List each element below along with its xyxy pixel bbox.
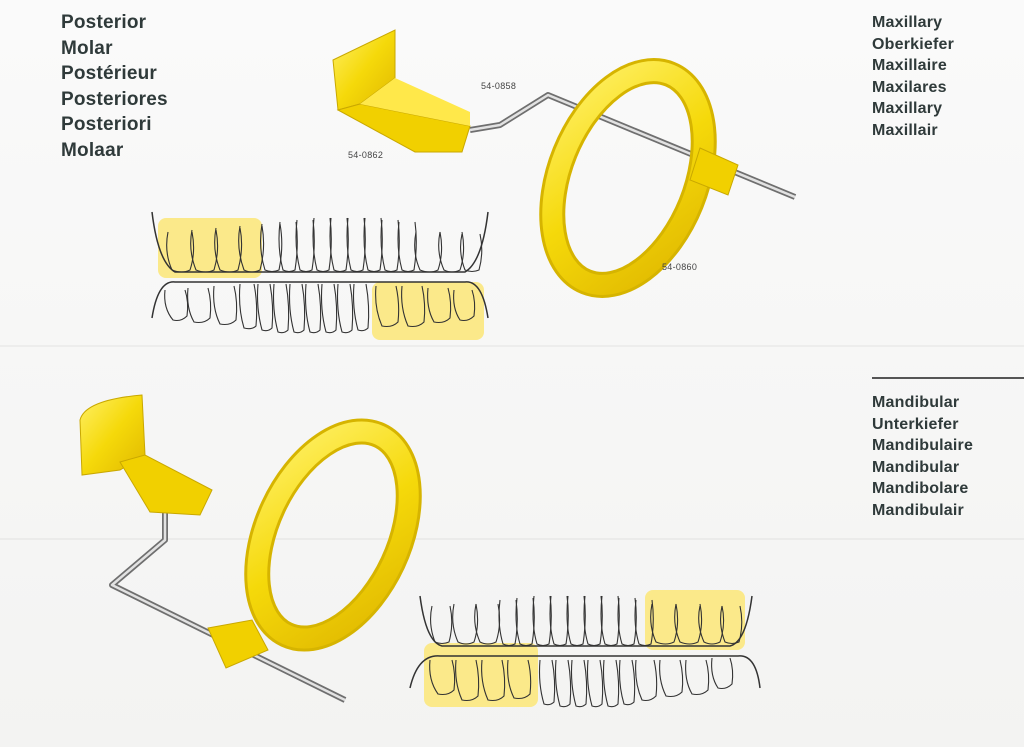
title-es: Posteriores (61, 88, 168, 110)
posterior-molar-title-list: Posterior Molar Postérieur Posteriores P… (61, 10, 168, 163)
mandibular-holder (79, 394, 422, 703)
title-it: Posteriori (61, 114, 152, 135)
section-divider (872, 377, 1024, 379)
title-en: Posterior (61, 12, 147, 33)
maxillary-es: Maxilares (872, 78, 947, 96)
highlight-lower-molars (372, 282, 484, 340)
lower-teeth (164, 283, 476, 334)
mandibular-es: Mandibular (872, 458, 960, 476)
maxillary-nl: Maxillair (872, 121, 938, 139)
part-number-arm: 54-0858 (481, 81, 517, 91)
mandibular-fr: Mandibulaire (872, 437, 974, 454)
mandibular-nl: Mandibulair (872, 501, 964, 519)
title-nl: Molaar (61, 139, 124, 161)
paper-fold (0, 345, 1024, 347)
highlight-upper-molars (158, 218, 262, 278)
maxillary-fr: Maxillaire (872, 57, 947, 74)
paper-fold (0, 538, 1024, 540)
mandibular-it: Mandibolare (872, 480, 969, 497)
title-de: Molar (61, 37, 113, 59)
mandibular-dental-chart (409, 590, 761, 708)
mandibular-de: Unterkiefer (872, 415, 959, 433)
maxillary-en: Maxillary (872, 14, 943, 31)
part-number-ring: 54-0860 (662, 262, 698, 272)
upper-teeth (166, 217, 483, 273)
maxillary-title-list: Maxillary Oberkiefer Maxillaire Maxilare… (872, 12, 954, 141)
title-fr: Postérieur (61, 63, 157, 84)
highlight-lower-molars (424, 643, 538, 707)
lower-teeth (429, 657, 734, 708)
maxillary-it: Maxillary (872, 100, 943, 117)
part-number-bite-block: 54-0862 (348, 150, 384, 160)
maxillary-dental-chart (151, 211, 489, 340)
maxillary-de: Oberkiefer (872, 35, 955, 53)
highlight-upper-molars (645, 590, 745, 650)
maxillary-holder (332, 29, 797, 298)
mandibular-title-list: Mandibular Unterkiefer Mandibulaire Mand… (872, 392, 973, 521)
mandibular-en: Mandibular (872, 394, 960, 411)
upper-teeth (429, 595, 743, 647)
